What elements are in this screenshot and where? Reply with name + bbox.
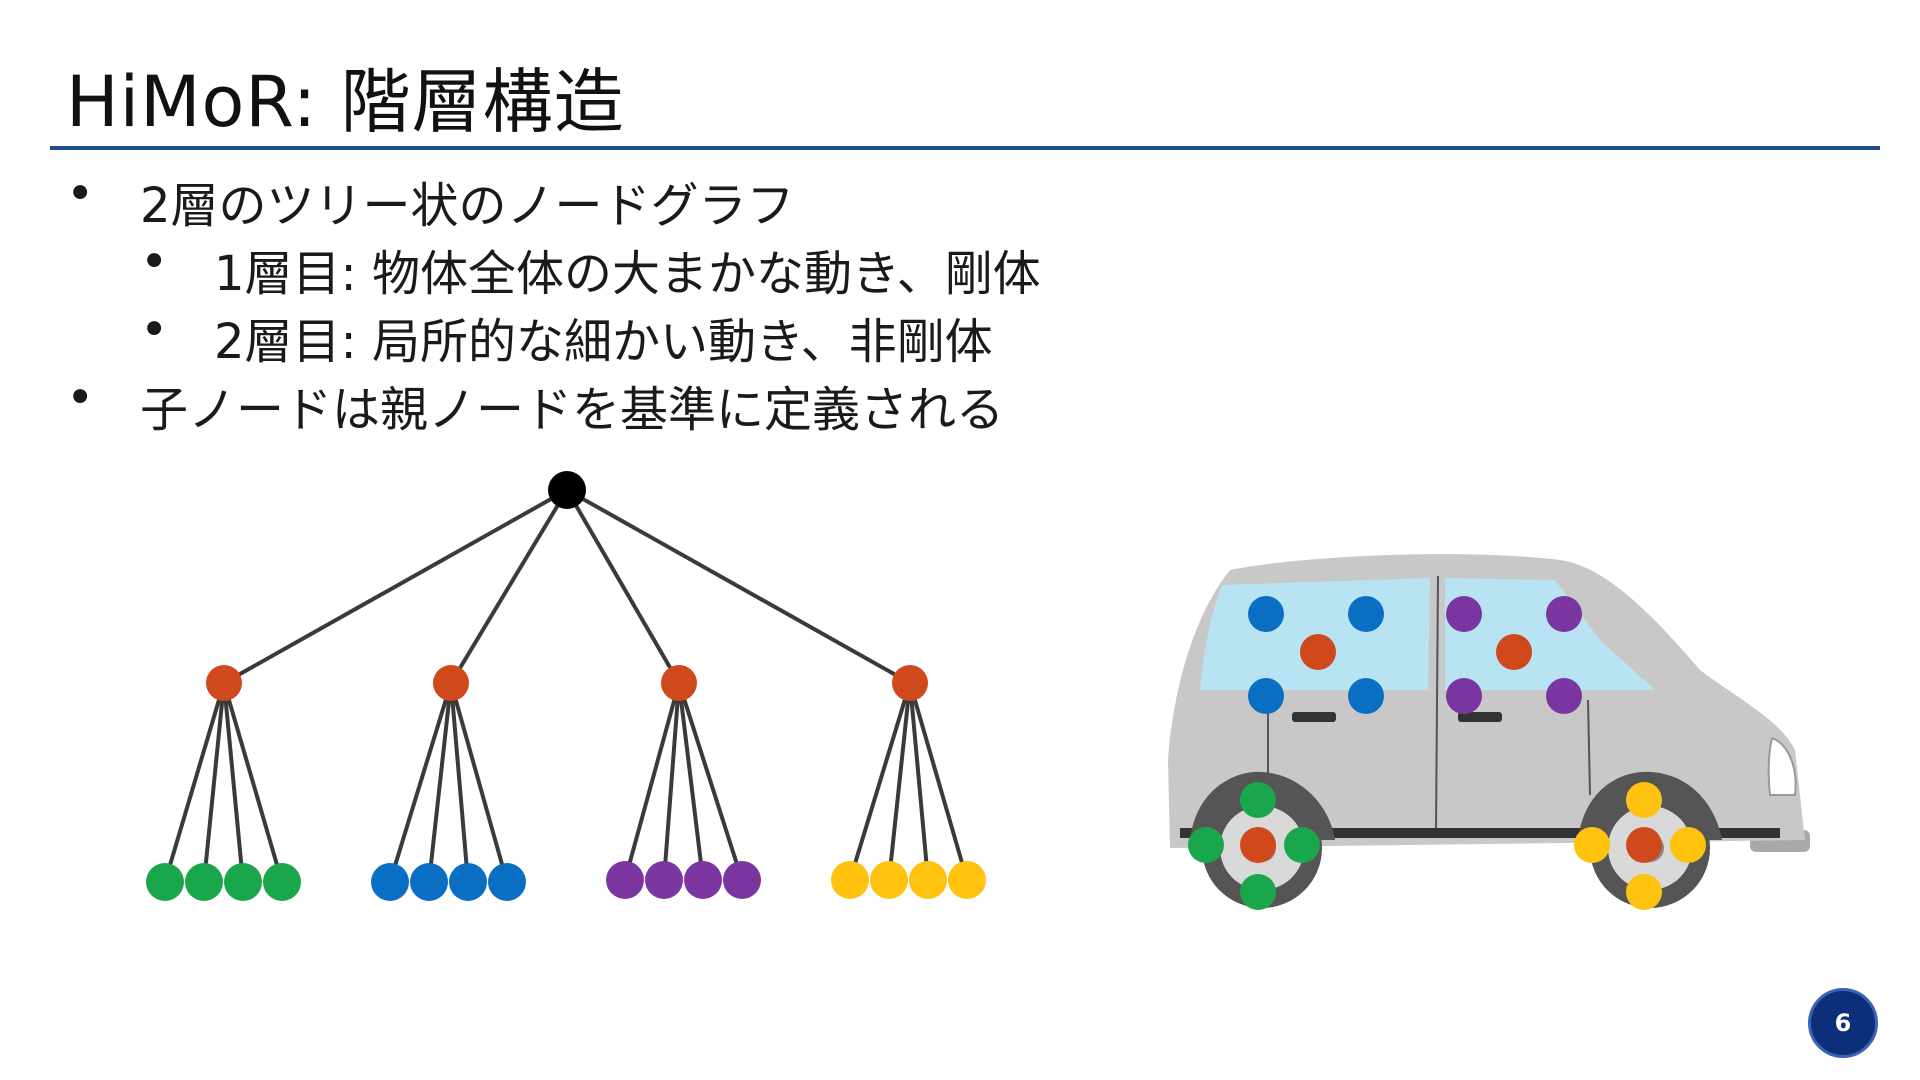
bullet-marker: •: [140, 302, 169, 358]
tree-edge: [163, 682, 226, 883]
tree-edges: [163, 488, 969, 883]
car-node-yellow: [1574, 827, 1610, 863]
bullet-text: 2層目: 局所的な細かい動き、非剛体: [214, 314, 993, 370]
car-sill: [1180, 828, 1780, 838]
slide-title: HiMoR: 階層構造: [66, 61, 625, 143]
second-layer-node: [723, 861, 761, 899]
tree-edge: [908, 682, 930, 881]
tree-edge: [202, 682, 226, 883]
car-node-purple: [1446, 596, 1482, 632]
first-layer-node: [661, 665, 697, 701]
first-layer-node: [892, 665, 928, 701]
bullet-text: 2層のツリー状のノードグラフ: [140, 178, 795, 234]
car-node-parent: [1626, 827, 1662, 863]
tree-edge: [887, 682, 912, 881]
tree-edge: [677, 682, 744, 881]
tree-edge: [565, 488, 681, 685]
first-layer-node: [206, 665, 242, 701]
bullet-marker: •: [66, 166, 95, 222]
door-handle: [1292, 712, 1336, 722]
car-node-green: [1284, 827, 1320, 863]
title-divider: [50, 146, 1880, 150]
first-layer-node: [433, 665, 469, 701]
car-node-green: [1188, 827, 1224, 863]
second-layer-node: [831, 861, 869, 899]
second-layer-node: [488, 863, 526, 901]
second-layer-node: [948, 861, 986, 899]
car-node-yellow: [1670, 827, 1706, 863]
tree-edge: [388, 682, 453, 883]
tree-edge: [677, 682, 705, 881]
tree-edge: [223, 488, 568, 685]
car-node-blue: [1348, 596, 1384, 632]
tree-edge: [662, 682, 681, 881]
car-window-rear: [1445, 578, 1655, 690]
second-layer-node: [684, 861, 722, 899]
tree-edge: [449, 682, 470, 883]
second-layer-node: [645, 861, 683, 899]
root-node: [548, 471, 586, 509]
tree-edge: [449, 682, 509, 883]
car-node-blue: [1248, 596, 1284, 632]
second-layer-node: [410, 863, 448, 901]
car-icon: [1168, 554, 1810, 908]
car-node-blue: [1248, 678, 1284, 714]
second-layer-node: [909, 861, 947, 899]
second-layer-node: [606, 861, 644, 899]
tail-light: [1767, 736, 1797, 796]
second-layer-node: [371, 863, 409, 901]
car-node-purple: [1446, 678, 1482, 714]
page-number-badge: 6: [1808, 988, 1878, 1058]
car-node-parent: [1300, 634, 1336, 670]
car-node-blue: [1348, 678, 1384, 714]
second-layer-node: [146, 863, 184, 901]
car-node-purple: [1546, 596, 1582, 632]
car-window-front: [1200, 578, 1430, 690]
tree-edge: [222, 682, 245, 883]
door-line: [1435, 575, 1439, 831]
bullet-text: 子ノードは親ノードを基準に定義される: [140, 382, 1005, 438]
second-layer-node: [449, 863, 487, 901]
tree-edge: [222, 682, 284, 883]
tree-edge: [449, 488, 569, 685]
door-handle: [1458, 712, 1502, 722]
car-node-green: [1240, 874, 1276, 910]
second-layer-node: [870, 861, 908, 899]
tree-edge: [908, 682, 969, 881]
tree-edge: [427, 682, 453, 883]
door-line: [1587, 699, 1591, 796]
second-layer-node: [263, 863, 301, 901]
car-node-parent: [1496, 634, 1532, 670]
second-layer-node: [185, 863, 223, 901]
bullet-text: 1層目: 物体全体の大まかな動き、剛体: [214, 246, 1041, 302]
car-node-yellow: [1626, 874, 1662, 910]
tree-edge: [848, 682, 912, 881]
car-node-purple: [1546, 678, 1582, 714]
bullet-marker: •: [66, 370, 95, 426]
car-node-parent: [1240, 827, 1276, 863]
car-node-green: [1240, 782, 1276, 818]
car-node-yellow: [1626, 782, 1662, 818]
bullet-marker: •: [140, 234, 169, 290]
second-layer-node: [224, 863, 262, 901]
tree-edge: [623, 682, 681, 881]
tree-edge: [566, 488, 911, 685]
